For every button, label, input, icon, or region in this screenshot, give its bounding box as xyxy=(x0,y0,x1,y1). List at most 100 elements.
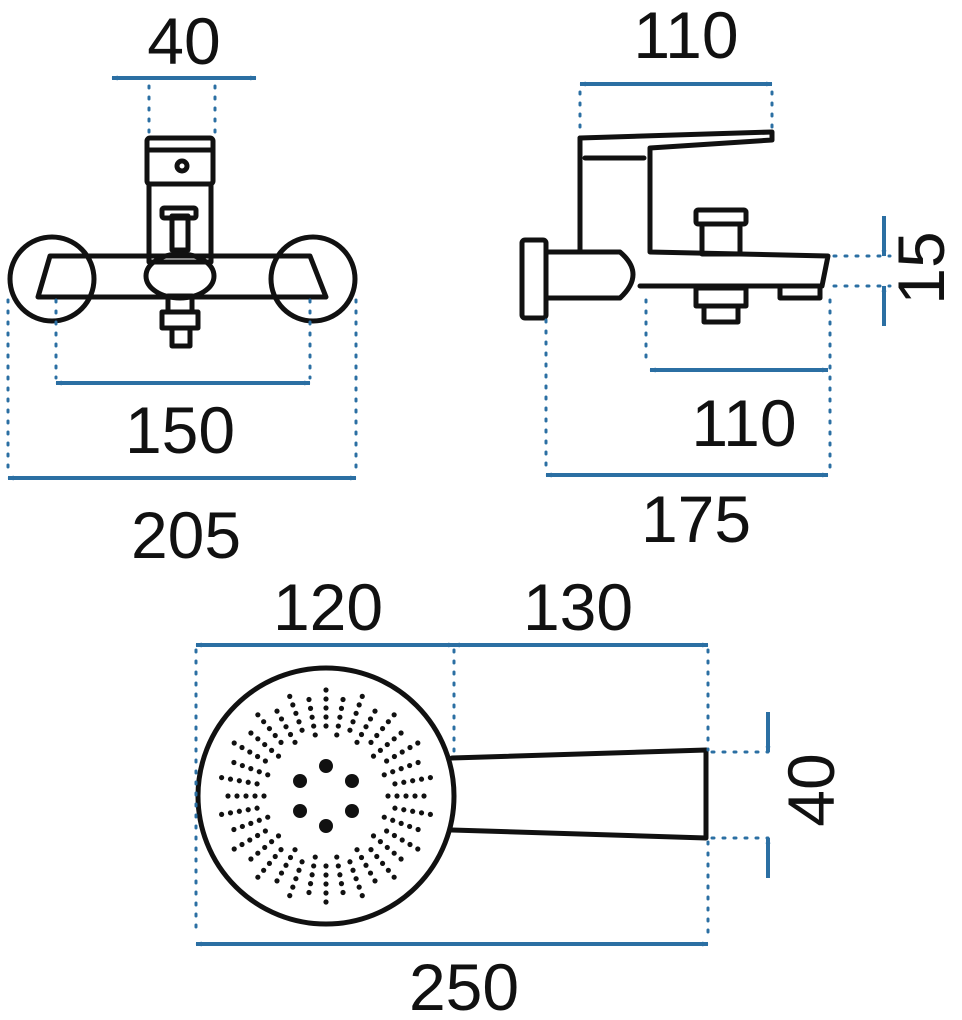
nozzle-dot xyxy=(278,847,284,853)
nozzle-dot xyxy=(377,839,383,845)
nozzle-dot xyxy=(234,793,240,799)
nozzle-dot xyxy=(269,747,275,753)
nozzle-dot xyxy=(272,853,278,860)
nozzle-dot xyxy=(254,753,261,760)
nozzle-dot xyxy=(312,732,318,738)
nozzle-dot xyxy=(323,890,329,896)
nozzle-dot xyxy=(293,710,299,716)
nozzle-dot xyxy=(254,832,261,839)
nozzle-dot xyxy=(354,847,360,853)
nozzle-dot xyxy=(418,810,425,816)
nozzle-dot xyxy=(323,863,329,869)
nozzle-dot xyxy=(335,723,341,729)
nozzle-dot xyxy=(391,832,398,839)
nozzle-dot xyxy=(410,808,416,814)
nozzle-dot xyxy=(287,893,293,899)
nozzle-dot xyxy=(350,867,356,873)
nozzle-dot xyxy=(262,844,268,851)
nozzle-dot xyxy=(231,826,237,833)
nozzle-dot xyxy=(359,893,365,899)
nozzle-dot xyxy=(381,772,387,778)
nozzle-dot xyxy=(390,817,396,823)
nozzle-dot xyxy=(274,878,280,884)
nozzle-dot xyxy=(363,862,369,868)
nozzle-dot xyxy=(248,856,254,862)
nozzle-dot xyxy=(247,749,253,755)
nozzle-dot xyxy=(407,762,413,769)
nozzle-dot xyxy=(358,854,365,861)
nozzle-dot xyxy=(219,811,225,818)
nozzle-dot xyxy=(231,759,237,766)
nozzle-dot xyxy=(399,749,405,755)
nozzle-dot xyxy=(391,736,397,742)
side-outlet-offset-label: 110 xyxy=(691,386,796,460)
nozzle-dot xyxy=(379,725,386,732)
nozzle-dot xyxy=(415,740,421,746)
nozzle-dot xyxy=(319,819,333,833)
nozzle-dot xyxy=(379,860,386,867)
nozzle-dot xyxy=(391,874,397,880)
nozzle-dot xyxy=(370,753,377,759)
nozzle-dot xyxy=(227,810,234,816)
nozzle-dot xyxy=(261,793,267,799)
nozzle-dot xyxy=(299,859,305,865)
nozzle-dot xyxy=(334,854,340,860)
nozzle-dot xyxy=(272,732,278,739)
nozzle-dot xyxy=(323,899,329,905)
nozzle-dot xyxy=(231,846,237,852)
dimension-lines-shower xyxy=(194,642,771,947)
nozzle-dot xyxy=(372,708,378,714)
nozzle-dot xyxy=(255,736,261,742)
shower-head-outline xyxy=(195,665,709,927)
nozzle-dot xyxy=(323,714,329,720)
nozzle-dot xyxy=(323,705,329,711)
nozzle-dot xyxy=(323,872,329,878)
shower-handle-width-label: 40 xyxy=(774,753,848,826)
nozzle-dot xyxy=(292,847,298,853)
side-height-label: 15 xyxy=(884,231,958,304)
nozzle-dot xyxy=(265,772,271,778)
nozzle-dot xyxy=(278,716,285,722)
faucet-side-outline xyxy=(519,129,831,325)
nozzle-dot xyxy=(410,778,416,784)
nozzle-dot xyxy=(356,702,362,708)
nozzle-dot xyxy=(252,793,258,799)
nozzle-dot xyxy=(231,740,237,746)
nozzle-dot xyxy=(427,811,433,818)
nozzle-dot xyxy=(239,841,245,848)
nozzle-dot xyxy=(306,889,312,896)
nozzle-dot xyxy=(398,820,404,826)
nozzle-dot xyxy=(403,793,409,799)
nozzle-dot xyxy=(390,769,396,775)
nozzle-dot xyxy=(278,739,284,745)
nozzle-dot xyxy=(415,759,421,766)
nozzle-dot xyxy=(391,753,398,760)
nozzle-dot xyxy=(248,730,254,736)
nozzle-dot xyxy=(384,758,390,764)
nozzle-dot xyxy=(299,727,305,733)
nozzle-dot xyxy=(262,741,268,748)
nozzle-dot xyxy=(287,731,294,738)
nozzle-dot xyxy=(401,779,407,785)
nozzle-dot xyxy=(283,862,289,868)
shower-nozzles xyxy=(219,687,433,905)
nozzle-dot xyxy=(338,881,345,887)
shower-handle-length-label: 130 xyxy=(523,570,633,644)
nozzle-dot xyxy=(374,732,380,739)
side-total-depth-label: 175 xyxy=(641,482,751,556)
nozzle-dot xyxy=(256,817,262,823)
nozzle-dot xyxy=(283,724,289,730)
nozzle-dot xyxy=(255,850,261,856)
nozzle-dot xyxy=(338,705,345,711)
nozzle-dot xyxy=(418,776,425,782)
nozzle-dot xyxy=(384,844,390,851)
nozzle-dot xyxy=(421,793,427,799)
front-view: 40 150 205 xyxy=(6,4,358,572)
nozzle-dot xyxy=(323,687,329,693)
nozzle-dot xyxy=(377,747,383,753)
nozzle-dot xyxy=(245,807,251,813)
nozzle-dot xyxy=(293,774,308,788)
nozzle-dot xyxy=(296,719,302,725)
nozzle-dot xyxy=(347,727,353,733)
